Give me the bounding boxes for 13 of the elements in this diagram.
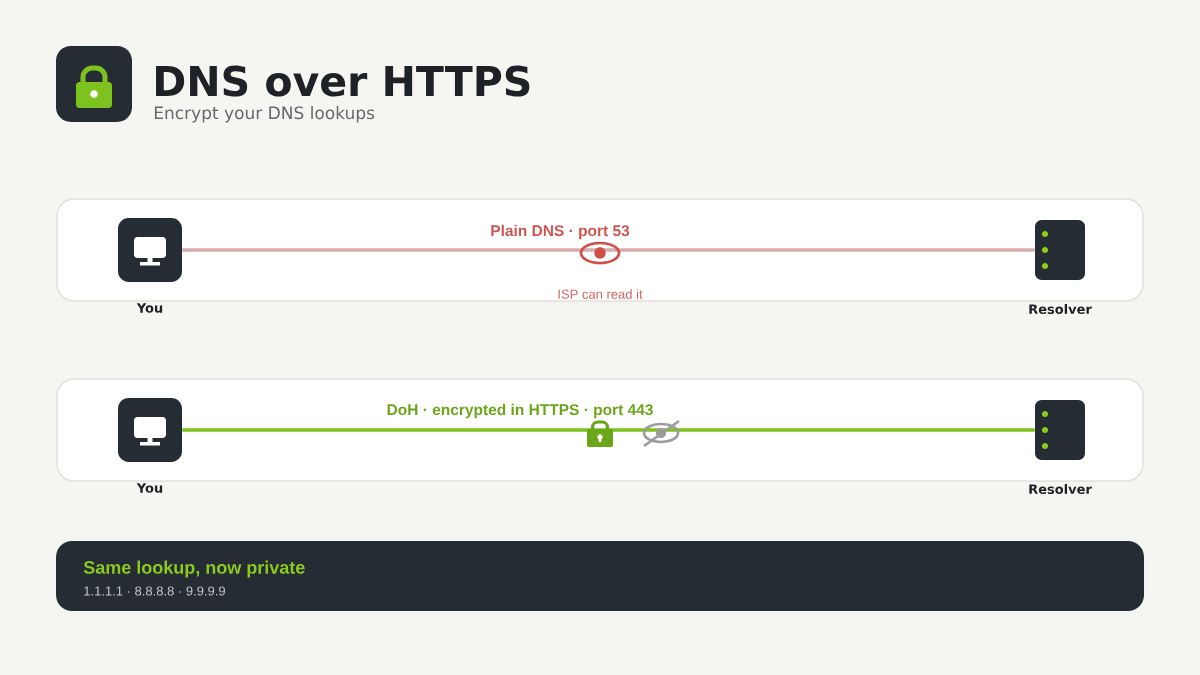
banner-text: 1.1.1.1 · 8.8.8.8 · 9.9.9.9 <box>84 586 225 596</box>
subtitle: Encrypt your DNS lookups <box>154 106 375 123</box>
banner-heading: Same lookup, now private <box>83 560 305 578</box>
node-caption: You <box>136 483 163 493</box>
node-caption: You <box>136 303 163 313</box>
edge-label: DoH · encrypted in HTTPS · port 443 <box>385 402 655 420</box>
node-caption: Resolver <box>1029 483 1092 495</box>
title: DNS over HTTPS <box>156 65 530 97</box>
edge-label: Plain DNS · port 53 <box>488 223 632 241</box>
node-caption: Resolver <box>1029 303 1092 315</box>
note: ISP can read it <box>558 289 643 299</box>
connector-line <box>182 248 1035 252</box>
connector-line <box>182 428 1035 432</box>
